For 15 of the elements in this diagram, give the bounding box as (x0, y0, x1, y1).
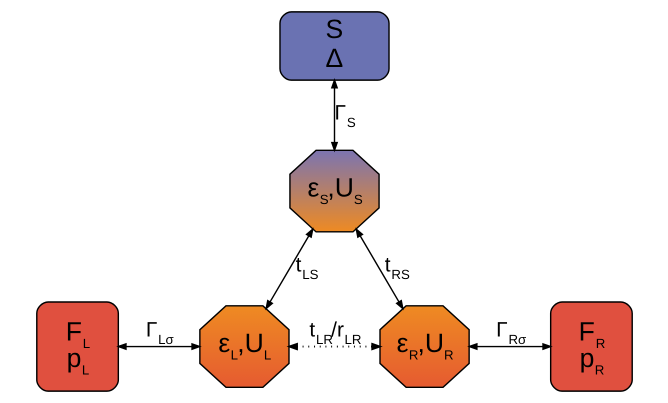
arrow (330, 78, 338, 152)
edge-label: Γ$_{Lσ}$ (145, 318, 174, 348)
node-box: S Δ (278, 11, 390, 81)
node-box: F$_{R}$ p$_{R}$ (549, 301, 632, 392)
arrow (286, 342, 382, 351)
edge-label: Γ$_{Rσ}$ (496, 318, 526, 348)
edge-label: t$_{LR}$/r$_{LR}$ (308, 318, 361, 348)
arrow (354, 227, 404, 310)
arrow (264, 227, 314, 310)
edge-label: Γ$_{S}$ (334, 102, 356, 130)
node-box: F$_{L}$ p$_{L}$ (36, 301, 119, 392)
arrow (466, 342, 552, 350)
edge-label: t$_{RS}$ (384, 253, 410, 282)
edge-label: t$_{LS}$ (295, 253, 318, 282)
arrow (116, 342, 202, 350)
